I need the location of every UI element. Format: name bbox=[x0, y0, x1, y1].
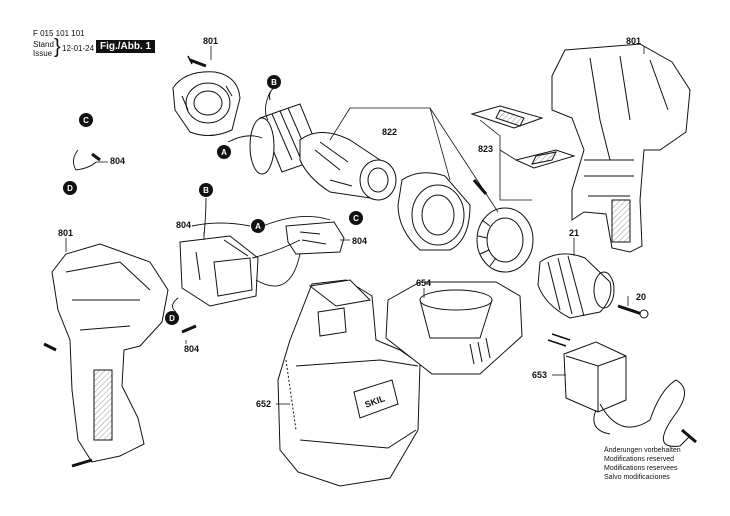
gearbox-part bbox=[299, 132, 397, 201]
document-number: F 015 101 101 bbox=[33, 29, 85, 38]
issue-label: Issue bbox=[33, 49, 53, 58]
chuck-screw-part bbox=[617, 304, 649, 319]
marker-a-mid bbox=[251, 219, 265, 233]
left-housing-part bbox=[43, 243, 169, 468]
inner-slide-part bbox=[470, 105, 576, 169]
marker-b-mid-label: B bbox=[203, 186, 209, 195]
marker-a-top-label: A bbox=[221, 148, 227, 157]
connector-part bbox=[91, 152, 197, 334]
marker-a-top bbox=[217, 145, 231, 159]
battery-logo bbox=[353, 379, 399, 419]
chuck-part bbox=[537, 253, 615, 319]
marker-d-left-label: D bbox=[67, 184, 73, 193]
wiring bbox=[73, 91, 331, 313]
note-line: Salvo modificaciones bbox=[604, 474, 670, 481]
brace-glyph: } bbox=[54, 36, 61, 58]
part-number-804-left: 804 bbox=[110, 156, 125, 166]
part-number-804-mid: 804 bbox=[176, 220, 191, 230]
battery-pack-part bbox=[277, 279, 421, 487]
marker-c-mid-label: C bbox=[353, 214, 359, 223]
marker-c-left bbox=[79, 113, 93, 127]
housing-cap-part bbox=[172, 71, 241, 136]
part-number-822: 822 bbox=[382, 127, 397, 137]
part-number-801-top: 801 bbox=[203, 36, 218, 46]
clutch-ring-part bbox=[476, 207, 534, 273]
marker-d-left bbox=[63, 181, 77, 195]
figure-label: Fig./Abb. 1 bbox=[96, 40, 156, 53]
part-numbers: 801 801 801 822 823 804 804 804 804 21 2… bbox=[58, 36, 646, 409]
marker-c-left-label: C bbox=[83, 116, 89, 125]
marker-a-mid-label: A bbox=[255, 222, 261, 231]
right-housing-part bbox=[551, 43, 691, 253]
marker-b-top bbox=[267, 75, 281, 89]
part-number-21: 21 bbox=[569, 228, 579, 238]
part-number-652: 652 bbox=[256, 399, 271, 409]
part-number-20: 20 bbox=[636, 292, 646, 302]
gear-housing-part bbox=[397, 172, 488, 251]
part-number-823: 823 bbox=[478, 144, 493, 154]
leader-lines bbox=[65, 46, 645, 405]
connection-markers: B A C D B A C D bbox=[63, 75, 363, 325]
marker-d-mid bbox=[165, 311, 179, 325]
marker-b-top-label: B bbox=[271, 78, 277, 87]
marker-b-mid bbox=[199, 183, 213, 197]
modification-notes: Änderungen vorbehalten Modifications res… bbox=[604, 446, 681, 482]
switch-module-part bbox=[179, 235, 259, 307]
screw-part bbox=[187, 55, 207, 68]
charger-base-part bbox=[385, 281, 523, 375]
stand-label: Stand bbox=[33, 40, 54, 49]
stand-issue-label: Stand Issue bbox=[33, 40, 54, 58]
part-number-653: 653 bbox=[532, 370, 547, 380]
marker-d-mid-label: D bbox=[169, 314, 175, 323]
power-adapter-part bbox=[547, 333, 697, 447]
part-number-804-right: 804 bbox=[352, 236, 367, 246]
note-line: Modifications reservees bbox=[604, 465, 678, 472]
switch-small-part bbox=[285, 221, 345, 255]
part-number-804-bottom: 804 bbox=[184, 344, 199, 354]
part-number-654: 654 bbox=[416, 278, 431, 288]
note-line: Modifications reserved bbox=[604, 456, 675, 463]
note-line: Änderungen vorbehalten bbox=[604, 447, 681, 454]
issue-date: 12-01-24 bbox=[62, 44, 95, 53]
part-number-801-left: 801 bbox=[58, 228, 73, 238]
marker-c-mid bbox=[349, 211, 363, 225]
part-number-801-right: 801 bbox=[626, 36, 641, 46]
